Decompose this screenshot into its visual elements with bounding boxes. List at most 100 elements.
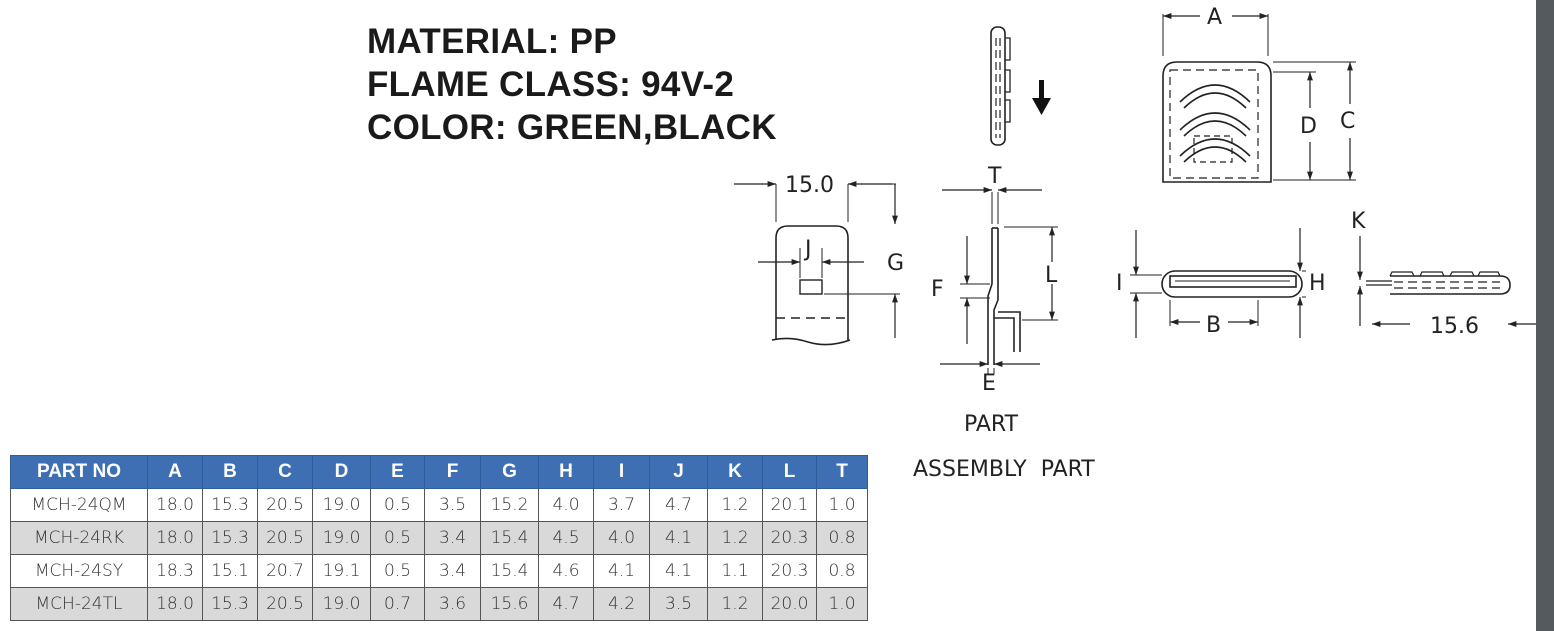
dim-value-15-0: 15.0	[785, 173, 834, 198]
color-text: COLOR: GREEN,BLACK	[367, 108, 777, 147]
dim-label-i: I	[1116, 271, 1123, 296]
cell: 4.6	[538, 554, 594, 588]
cell: 3.6	[424, 587, 481, 621]
cell: 0.5	[370, 521, 425, 555]
cell: 3.4	[424, 554, 481, 588]
dimension-table: PART NO A B C D E F G H I J K L T MCH-24…	[10, 455, 868, 621]
cell: 4.0	[593, 521, 650, 555]
header-g: G	[480, 455, 539, 489]
dim-label-b: B	[1206, 313, 1221, 338]
header-i: I	[593, 455, 650, 489]
cell: 15.6	[480, 587, 539, 621]
cell: 15.3	[202, 488, 258, 522]
cell: 1.2	[707, 521, 763, 555]
cell-part-no: MCH-24RK	[10, 521, 148, 555]
cell: 1.2	[707, 587, 763, 621]
cell: 20.5	[257, 488, 313, 522]
side-view	[940, 187, 1058, 374]
cell: 15.1	[202, 554, 258, 588]
cell: 20.3	[762, 521, 817, 555]
cell: 4.7	[538, 587, 594, 621]
cell: 15.2	[480, 488, 539, 522]
cell: 3.4	[424, 521, 481, 555]
cell: 19.0	[312, 521, 371, 555]
cell-part-no: MCH-24QM	[10, 488, 148, 522]
cell: 3.5	[649, 587, 708, 621]
cell: 0.8	[816, 554, 868, 588]
cell: 4.5	[538, 521, 594, 555]
cell-part-no: MCH-24TL	[10, 587, 148, 621]
cell: 15.3	[202, 587, 258, 621]
cell: 18.0	[147, 521, 203, 555]
cell: 20.7	[257, 554, 313, 588]
dim-value-15-6: 15.6	[1430, 314, 1479, 339]
table-row: MCH-24QM 18.0 15.3 20.5 19.0 0.5 3.5 15.…	[10, 488, 868, 522]
cell: 1.1	[707, 554, 763, 588]
material-spec-block: MATERIAL: PP FLAME CLASS: 94V-2 COLOR: G…	[367, 20, 777, 149]
cell: 4.7	[649, 488, 708, 522]
cell: 15.4	[480, 554, 539, 588]
cell: 19.0	[312, 488, 371, 522]
dim-label-d: D	[1300, 114, 1317, 139]
cell: 15.3	[202, 521, 258, 555]
cell: 19.0	[312, 587, 371, 621]
right-edge-bar	[1536, 0, 1554, 631]
header-t: T	[816, 455, 868, 489]
assembly-side-view	[1357, 236, 1536, 327]
cell: 18.0	[147, 587, 203, 621]
assembly-part-caption: ASSEMBLY PART	[913, 457, 1095, 482]
cell: 4.2	[593, 587, 650, 621]
header-b: B	[202, 455, 258, 489]
dim-label-a: A	[1207, 5, 1222, 30]
header-f: F	[424, 455, 481, 489]
assembly-direction-arrow	[1032, 80, 1051, 115]
dim-label-h: H	[1309, 271, 1326, 296]
header-a: A	[147, 455, 203, 489]
cell: 20.1	[762, 488, 817, 522]
cell: 18.3	[147, 554, 203, 588]
part-caption: PART	[964, 412, 1019, 437]
cell: 0.8	[816, 521, 868, 555]
cell: 1.0	[816, 488, 868, 522]
cell: 15.4	[480, 521, 539, 555]
cell: 0.7	[370, 587, 425, 621]
cell: 18.0	[147, 488, 203, 522]
cell: 0.5	[370, 488, 425, 522]
header-d: D	[312, 455, 371, 489]
cell: 20.5	[257, 587, 313, 621]
dim-label-k: K	[1351, 209, 1366, 234]
header-part-no: PART NO	[10, 455, 148, 489]
table-header-row: PART NO A B C D E F G H I J K L T	[10, 455, 868, 489]
dim-label-j: J	[803, 237, 812, 262]
cell: 1.2	[707, 488, 763, 522]
header-k: K	[707, 455, 763, 489]
cell: 4.1	[649, 554, 708, 588]
cell: 1.0	[816, 587, 868, 621]
header-j: J	[649, 455, 708, 489]
cell: 3.7	[593, 488, 650, 522]
dim-label-t: T	[987, 164, 1002, 189]
cell: 0.5	[370, 554, 425, 588]
dim-label-g: G	[887, 251, 904, 276]
material-text: MATERIAL: PP	[367, 22, 617, 61]
cell: 3.5	[424, 488, 481, 522]
cell: 20.0	[762, 587, 817, 621]
flame-class-text: FLAME CLASS: 94V-2	[367, 65, 735, 104]
top-front-view	[1162, 13, 1356, 183]
header-c: C	[257, 455, 313, 489]
dim-label-l: L	[1045, 263, 1058, 288]
table-row: MCH-24TL 18.0 15.3 20.5 19.0 0.7 3.6 15.…	[10, 587, 868, 621]
front-view	[734, 181, 900, 346]
cell: 20.5	[257, 521, 313, 555]
cell: 4.1	[649, 521, 708, 555]
cell: 19.1	[312, 554, 371, 588]
dim-label-c: C	[1340, 109, 1355, 134]
table-row: MCH-24SY 18.3 15.1 20.7 19.1 0.5 3.4 15.…	[10, 554, 868, 588]
cell: 4.0	[538, 488, 594, 522]
dim-label-f: F	[931, 277, 944, 302]
cell: 4.1	[593, 554, 650, 588]
top-side-view	[990, 26, 1011, 146]
table-row: MCH-24RK 18.0 15.3 20.5 19.0 0.5 3.4 15.…	[10, 521, 868, 555]
header-e: E	[370, 455, 425, 489]
